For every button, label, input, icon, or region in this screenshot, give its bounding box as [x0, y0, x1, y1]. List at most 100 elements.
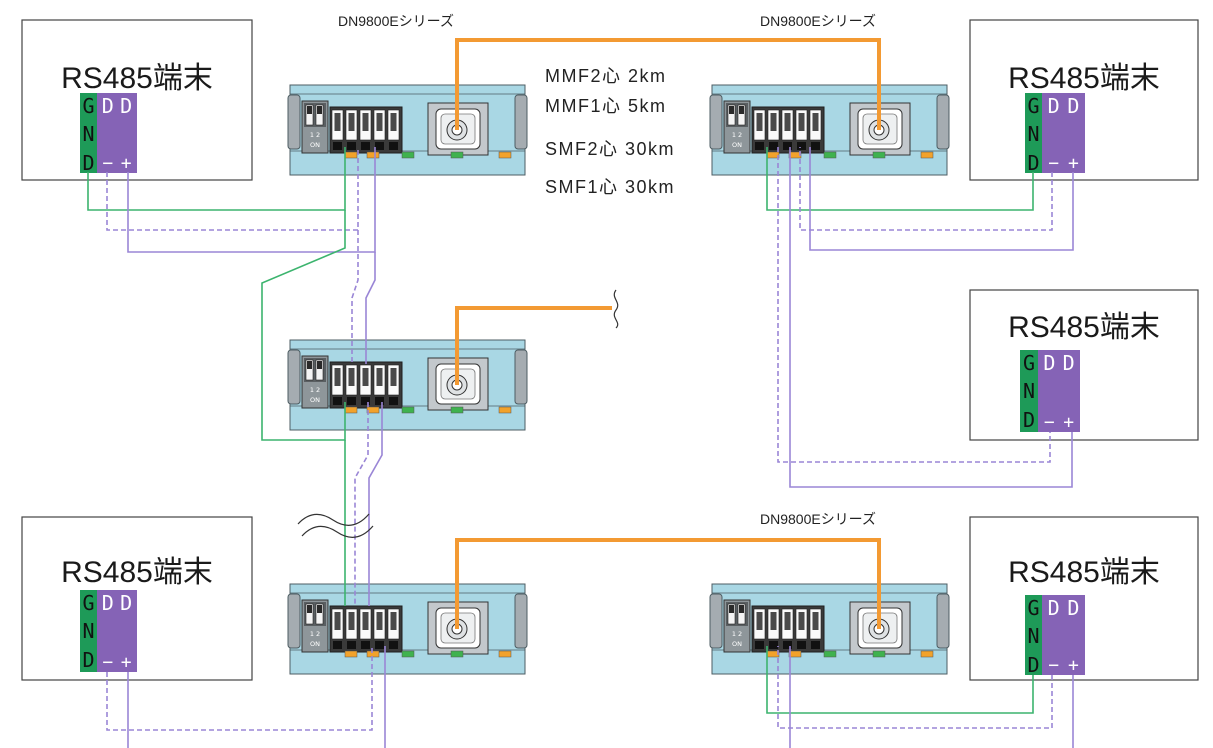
- terminal-box-frame: [969, 289, 1199, 441]
- minus-polarity: −: [102, 652, 113, 673]
- data-pin-letter: D: [120, 591, 132, 615]
- optical-fiber: [455, 38, 881, 130]
- gnd-pin-letter: G: [1023, 351, 1035, 375]
- data-minus-wire: [106, 147, 359, 231]
- gnd-pin-letter: D: [1023, 408, 1035, 432]
- status-led-orange: [366, 650, 380, 658]
- plus-polarity: +: [121, 153, 132, 174]
- gnd-pin-letter: N: [82, 619, 94, 643]
- terminal-title: RS485端末: [61, 556, 213, 589]
- terminal-screw: [376, 368, 383, 386]
- mounting-ear-right: [936, 593, 950, 649]
- status-led-orange: [344, 151, 358, 159]
- wires-layer: [87, 147, 1074, 748]
- data-pin-letter: D: [102, 94, 114, 118]
- gnd-pin-letter: D: [1027, 151, 1039, 175]
- terminal-wire-entry: [389, 397, 398, 405]
- dip-switch: 1 2ON: [301, 599, 329, 653]
- data-minus-wire: [351, 230, 359, 364]
- fiber-spec-label: MMF2心 2km: [545, 66, 667, 86]
- status-led-green: [401, 406, 415, 414]
- terminal-screw: [348, 612, 355, 630]
- terminal-wire-entry: [361, 142, 370, 150]
- terminal-screw: [362, 612, 369, 630]
- dip-number-label: 1 2: [310, 630, 320, 638]
- status-leds: [344, 650, 512, 658]
- terminal-wire-entry: [333, 397, 342, 405]
- data-plus-wire: [127, 147, 376, 253]
- dip-switch: 1 2ON: [301, 100, 329, 154]
- terminal-screw: [784, 612, 791, 630]
- data-minus-wire: [777, 147, 1051, 463]
- gnd-pin-letter: N: [1027, 122, 1039, 146]
- terminal-wire-entry: [375, 641, 384, 649]
- dip-toggle-knob: [307, 361, 312, 369]
- dip-number-label: 1 2: [310, 386, 320, 394]
- terminal-wire-entry: [783, 142, 792, 150]
- gnd-pin-letter: D: [82, 648, 94, 672]
- dip-toggle-knob: [739, 605, 744, 613]
- terminal-wire-entry: [755, 142, 764, 150]
- terminal-screw: [390, 113, 397, 131]
- terminal-wire-entry: [375, 397, 384, 405]
- terminal-screw: [756, 113, 763, 131]
- dip-toggle-knob: [307, 605, 312, 613]
- dip-toggle-knob: [317, 605, 322, 613]
- gnd-pin-letter: G: [82, 591, 94, 615]
- terminal-wire-entry: [347, 641, 356, 649]
- device-series-label: DN9800Eシリーズ: [338, 13, 454, 29]
- dip-toggle: [737, 603, 746, 625]
- mounting-ear-right: [514, 349, 528, 405]
- data-minus-wire: [354, 402, 369, 606]
- status-led-green: [450, 406, 464, 414]
- status-leds: [344, 151, 512, 159]
- break-mark: [301, 525, 374, 538]
- data-minus-wire: [799, 147, 1053, 231]
- terminal-title: RS485端末: [61, 62, 213, 95]
- status-leds: [766, 650, 934, 658]
- terminal-wire-entry: [811, 641, 820, 649]
- terminal-screw: [390, 368, 397, 386]
- data-pin-letter: D: [1048, 596, 1060, 620]
- terminal-wire-entry: [769, 142, 778, 150]
- dip-toggle: [305, 104, 314, 126]
- dip-on-label: ON: [732, 141, 742, 149]
- terminal-wire-entry: [797, 142, 806, 150]
- terminal-block: [751, 106, 825, 154]
- minus-polarity: −: [1044, 412, 1055, 433]
- status-led-green: [823, 650, 837, 658]
- fiber-spec-label: MMF1心 5km: [545, 96, 667, 116]
- mounting-ear-left: [287, 94, 301, 150]
- dip-switch: 1 2ON: [301, 355, 329, 409]
- status-led-orange: [920, 151, 934, 159]
- terminal-screw: [334, 113, 341, 131]
- dip-toggle: [305, 603, 314, 625]
- terminal-wire-entry: [783, 641, 792, 649]
- dn9800e-device: 1 2ON: [287, 339, 528, 431]
- terminal-screw: [798, 113, 805, 131]
- terminal-screw: [376, 113, 383, 131]
- gnd-pin-letter: N: [1023, 379, 1035, 403]
- data-pin-letter: D: [1067, 94, 1079, 118]
- data-pin-letter: D: [1043, 351, 1055, 375]
- data-minus-wire: [777, 646, 1053, 729]
- plus-polarity: +: [121, 652, 132, 673]
- dip-toggle-knob: [317, 361, 322, 369]
- data-plus-wire: [368, 402, 383, 606]
- dip-switch: 1 2ON: [723, 100, 751, 154]
- gnd-pin-strip: [1020, 350, 1038, 432]
- data-pin-letter: D: [102, 591, 114, 615]
- gnd-pin-strip: [1025, 93, 1042, 173]
- data-pin-strip: [97, 590, 137, 672]
- terminal-wire-entry: [361, 641, 370, 649]
- status-led-orange: [498, 406, 512, 414]
- plus-polarity: +: [1068, 153, 1079, 174]
- dip-toggle-knob: [729, 605, 734, 613]
- gnd-pin-letter: D: [82, 151, 94, 175]
- data-plus-wire: [365, 252, 376, 364]
- plus-polarity: +: [1063, 412, 1074, 433]
- minus-polarity: −: [1048, 655, 1059, 676]
- dn9800e-device: 1 2ON: [287, 583, 528, 675]
- gnd-wire: [766, 147, 1034, 211]
